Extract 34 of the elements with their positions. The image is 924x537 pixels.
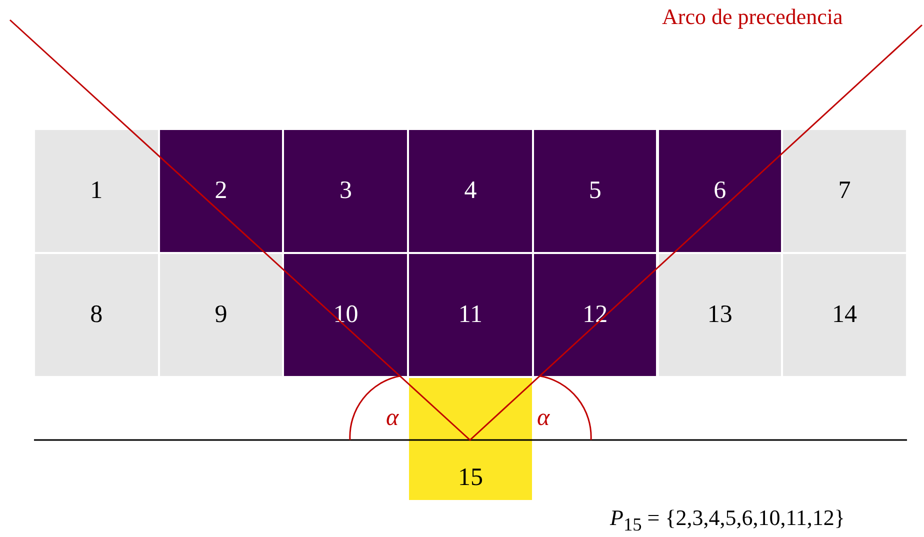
angle-label: α <box>537 405 550 432</box>
block-number: 13 <box>707 301 732 329</box>
block-number: 11 <box>458 301 482 329</box>
block-number: 14 <box>832 301 858 329</box>
annotation-text: Arco de precedencia <box>662 4 843 30</box>
block-cell <box>158 129 284 253</box>
block-number: 9 <box>214 301 228 329</box>
block-number: 2 <box>214 177 228 205</box>
angle-label: α <box>386 405 399 432</box>
block-cell <box>283 253 408 377</box>
block-number: 1 <box>90 177 103 205</box>
block-number: 3 <box>339 177 352 205</box>
block-cell <box>782 129 907 253</box>
block-cell <box>408 253 533 377</box>
block-cell <box>158 253 284 377</box>
block-cell <box>34 253 159 377</box>
block-number: 8 <box>90 301 103 329</box>
block-cell <box>782 253 907 377</box>
block-number: 4 <box>464 177 477 205</box>
block-number: 7 <box>838 177 851 205</box>
block-cell <box>283 129 408 253</box>
block-number: 12 <box>582 301 608 329</box>
block-number: 5 <box>588 177 602 205</box>
block-number: 15 <box>458 464 483 492</box>
set-formula: P$_{15}$ = {2,3,4,5,6,10,11,12} <box>610 505 845 536</box>
block-cell <box>34 129 159 253</box>
block-cell <box>532 129 658 253</box>
block-cell <box>532 253 658 377</box>
block-cell <box>408 129 533 253</box>
block-number: 10 <box>333 301 358 329</box>
block-cell <box>658 253 782 377</box>
block-cell <box>658 129 782 253</box>
block-cell <box>408 377 533 501</box>
block-number: 6 <box>714 177 726 205</box>
